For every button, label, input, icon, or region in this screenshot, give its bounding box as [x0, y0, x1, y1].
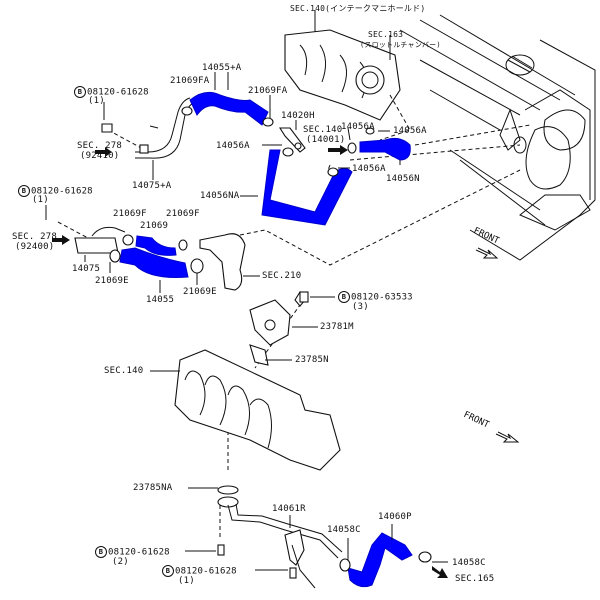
label-qty: (1) [32, 195, 49, 205]
hose-14055a[interactable] [189, 91, 269, 126]
label-14056a-4[interactable]: 14056A [352, 164, 386, 174]
label-21069e-1[interactable]: 21069E [95, 276, 129, 286]
label-21069f-2[interactable]: 21069F [166, 209, 200, 219]
bolt-b-icon: B [74, 86, 86, 98]
label-21069e-2[interactable]: 21069E [183, 287, 217, 297]
label-sec140-mid: SEC.140 [104, 366, 144, 376]
label-14056a-2[interactable]: 14056A [393, 126, 427, 136]
label-14055a[interactable]: 14055+A [202, 63, 242, 73]
label-sec165: SEC.165 [455, 574, 495, 584]
label-sec278-a: SEC. 278 [77, 141, 122, 151]
label-14056n[interactable]: 14056N [386, 174, 420, 184]
label-14056a-1[interactable]: 14056A [341, 122, 375, 132]
label-14058c-1[interactable]: 14058C [327, 525, 361, 535]
label-21069[interactable]: 21069 [140, 221, 169, 231]
label-21069fa-right[interactable]: 21069FA [248, 86, 288, 96]
throttle-part [249, 290, 306, 366]
bolt-icon [299, 291, 309, 303]
label-sec278-a-sub: (92410) [80, 151, 120, 161]
part-number: 08120-61628 [108, 547, 170, 558]
hose-14055[interactable] [119, 247, 189, 278]
front-arrow-icon [475, 247, 499, 259]
label-14060p[interactable]: 14060P [378, 512, 412, 522]
hose-21069[interactable] [135, 235, 177, 256]
bolt-b-icon: B [338, 291, 350, 303]
label-21069f-1[interactable]: 21069F [113, 209, 147, 219]
label-23785n[interactable]: 23785N [295, 355, 329, 365]
bolt-b-icon: B [18, 185, 30, 197]
hose-14060p[interactable] [347, 532, 413, 588]
bolt-b-icon: B [95, 546, 107, 558]
label-14056a-3[interactable]: 14056A [216, 141, 250, 151]
label-sec210: SEC.210 [262, 271, 302, 281]
hose-14056na[interactable] [261, 149, 353, 226]
intake-manifold-top [284, 10, 401, 121]
label-sec140-intake-manifold: SEC.140(インテークマニホールド) [290, 4, 426, 13]
label-14061r[interactable]: 14061R [272, 504, 306, 514]
part-number: 08120-61628 [87, 87, 149, 98]
label-sec278-b-sub: (92400) [15, 242, 55, 252]
engine-block [399, 14, 596, 261]
part-number: 08120-61628 [31, 186, 93, 197]
bolt-b-icon: B [162, 565, 174, 577]
label-23781m[interactable]: 23781M [320, 322, 354, 332]
label-14058c-2[interactable]: 14058C [452, 558, 486, 568]
label-14075a[interactable]: 14075+A [132, 181, 172, 191]
label-qty: (3) [352, 302, 369, 312]
label-14075[interactable]: 14075 [72, 264, 101, 274]
label-sec163-throttle-chamber: (スロットルチャンバー) [360, 41, 441, 49]
hose-14056n[interactable] [359, 137, 411, 161]
part-number: 08120-61628 [175, 566, 237, 577]
label-sec163: SEC.163 [368, 30, 404, 39]
label-sec278-b: SEC. 278 [12, 232, 57, 242]
label-qty: (1) [178, 576, 195, 586]
label-14056na[interactable]: 14056NA [200, 191, 240, 201]
intake-manifold-lower [174, 349, 341, 471]
label-qty: (2) [112, 557, 129, 567]
label-qty: (1) [88, 96, 105, 106]
label-14055[interactable]: 14055 [146, 295, 175, 305]
label-sec140-14001: SEC.140 [303, 125, 343, 135]
label-21069fa-left[interactable]: 21069FA [170, 76, 210, 86]
part-number: 08120-63533 [351, 292, 413, 303]
label-14020h[interactable]: 14020H [281, 111, 315, 121]
front-arrow-icon [495, 431, 520, 443]
label-23785na[interactable]: 23785NA [133, 483, 173, 493]
label-sec140-14001-sub: (14001) [306, 135, 346, 145]
